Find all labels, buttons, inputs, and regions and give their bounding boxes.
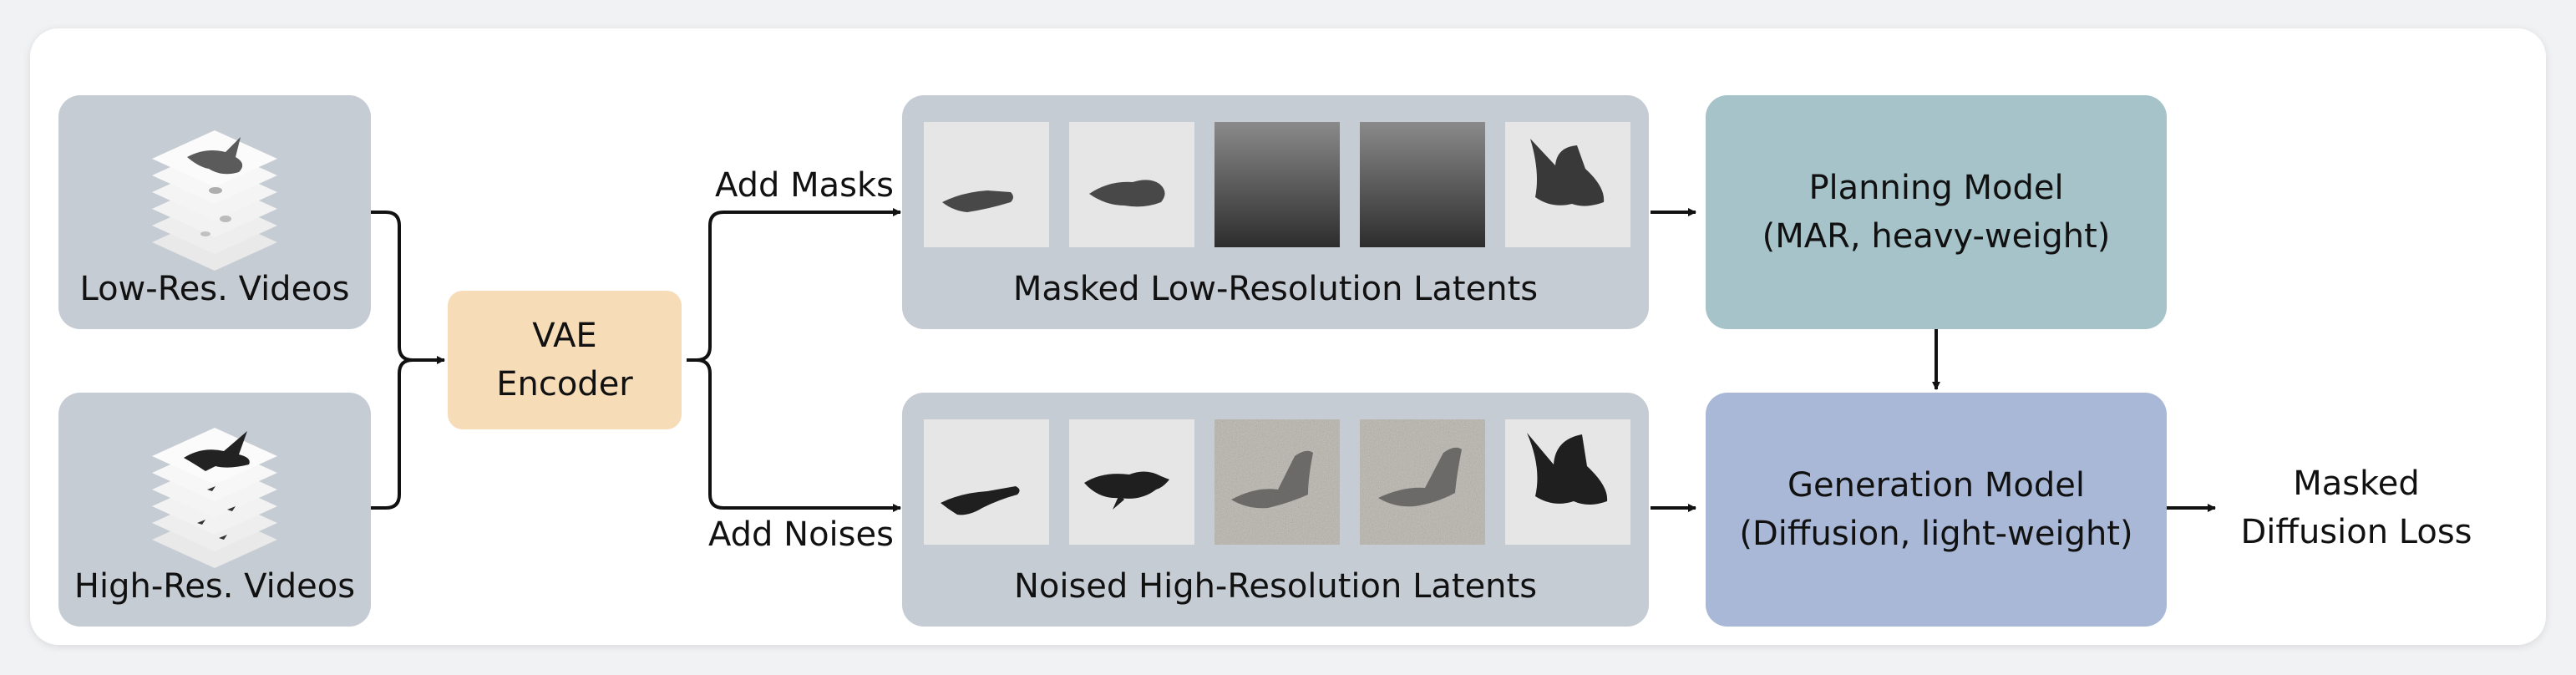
generation-model-line1: Generation Model	[1787, 466, 2085, 505]
mask-branch-connector	[687, 208, 901, 362]
output-line2: Diffusion Loss	[2240, 513, 2472, 551]
generation-model-line2: (Diffusion, light-weight)	[1739, 515, 2133, 553]
noised-latent-frame-3	[1214, 419, 1340, 545]
noised-latent-frame-2	[1069, 419, 1194, 545]
noised-latents-box: Noised High-Resolution Latents	[902, 393, 1649, 627]
high-res-connector	[371, 358, 413, 510]
noise-branch-connector	[696, 358, 901, 512]
low-res-video-stack-icon	[152, 130, 277, 271]
output-line1: Masked	[2293, 464, 2420, 503]
vae-encoder-line2: Encoder	[496, 365, 633, 403]
masked-latent-frame-4	[1360, 122, 1485, 247]
add-noises-label: Add Noises	[708, 515, 894, 554]
vae-encoder-text: VAE Encoder	[448, 312, 682, 409]
noised-latent-frame-5	[1505, 419, 1630, 545]
masked-latent-frame-5	[1505, 122, 1630, 247]
noised-latents-label: Noised High-Resolution Latents	[1013, 567, 1538, 606]
low-res-connector	[371, 211, 445, 364]
masked-latents-label: Masked Low-Resolution Latents	[1012, 270, 1539, 308]
masked-latents-box: Masked Low-Resolution Latents	[902, 95, 1649, 329]
low-res-videos-box: Low-Res. Videos	[58, 95, 371, 329]
generation-model-box: Generation Model (Diffusion, light-weigh…	[1706, 393, 2167, 627]
add-masks-label: Add Masks	[715, 166, 895, 205]
masked-latent-frame-2	[1069, 122, 1194, 247]
noised-latent-frame-1	[924, 419, 1049, 545]
high-res-videos-label: High-Res. Videos	[74, 567, 356, 606]
vae-encoder-line1: VAE	[532, 317, 597, 355]
low-res-videos-label: Low-Res. Videos	[79, 270, 350, 308]
masked-latent-frame-1	[924, 122, 1049, 247]
planning-model-text: Planning Model (MAR, heavy-weight)	[1706, 164, 2167, 261]
masked-latent-frame-3	[1214, 122, 1340, 247]
planning-model-box: Planning Model (MAR, heavy-weight)	[1706, 95, 2167, 329]
generation-model-text: Generation Model (Diffusion, light-weigh…	[1706, 461, 2167, 558]
planning-model-line2: (MAR, heavy-weight)	[1762, 217, 2111, 256]
high-res-video-stack-icon	[152, 428, 277, 568]
planning-model-line1: Planning Model	[1808, 169, 2064, 207]
vae-encoder-box: VAE Encoder	[448, 291, 682, 429]
noised-latent-frame-4	[1360, 419, 1485, 545]
masked-diffusion-loss: Masked Diffusion Loss	[2219, 459, 2494, 556]
high-res-videos-box: High-Res. Videos	[58, 393, 371, 627]
